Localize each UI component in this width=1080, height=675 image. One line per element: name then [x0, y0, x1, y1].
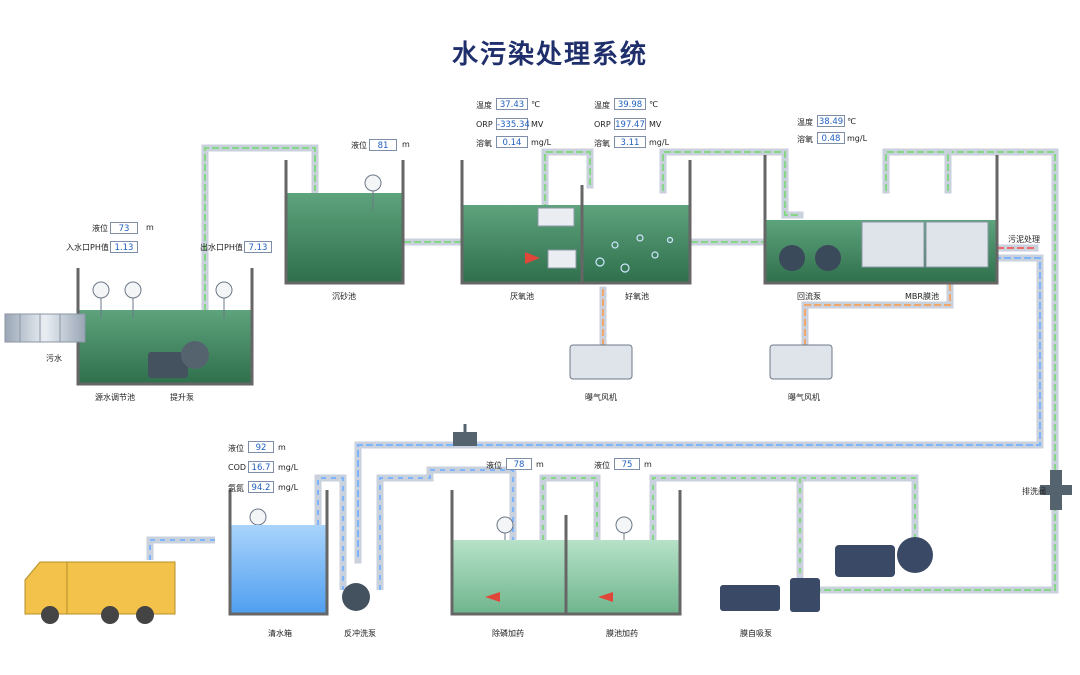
- caption-mbr-tank: MBR膜池: [905, 292, 939, 301]
- grit-tank: [284, 160, 405, 285]
- anoxic-temp-label: 温度: [476, 101, 492, 110]
- anoxic-aerobic-tanks: [460, 160, 692, 285]
- caption-dosing-1: 除磷加药: [492, 629, 524, 638]
- clear-cod-value: 16.7: [248, 461, 274, 473]
- anoxic-do-value: 0.14: [496, 136, 528, 148]
- caption-anoxic-tank: 厌氧池: [510, 292, 534, 301]
- caption-aerobic-tank: 好氧池: [625, 292, 649, 301]
- anoxic-do-label: 溶氧: [476, 139, 492, 148]
- page-title: 水污染处理系统: [451, 40, 648, 70]
- clear-nh-value: 94.2: [248, 481, 274, 493]
- aerobic-orp-label: ORP: [594, 120, 611, 129]
- blower-units: [569, 344, 833, 380]
- caption-membrane-pump: 膜自吸泵: [740, 629, 772, 638]
- pipes-top: [201, 144, 1059, 594]
- clear-nh-label: 氨氮: [228, 484, 244, 493]
- mbr-temp-unit: ℃: [847, 117, 856, 126]
- backwash-pump: [342, 583, 370, 611]
- aerobic-orp-unit: MV: [649, 120, 662, 129]
- caption-backwash-valve: 排洗阀: [1022, 487, 1046, 496]
- anoxic-orp-unit: MV: [531, 120, 544, 129]
- pool-level-unit: m: [146, 223, 154, 232]
- pipes-bottom: [146, 466, 919, 590]
- aerobic-do-value: 3.11: [614, 136, 646, 148]
- backwash-valve-icon[interactable]: [1040, 470, 1072, 510]
- mbr-tank: [763, 155, 999, 285]
- caption-regulating-pool: 源水调节池: [95, 393, 135, 402]
- membrane-pump: [720, 578, 820, 612]
- anoxic-do-unit: mg/L: [531, 138, 552, 147]
- aerobic-temp-unit: ℃: [649, 100, 658, 109]
- grit-level-label: 液位: [351, 141, 367, 150]
- caption-clear-tank: 清水箱: [268, 629, 292, 638]
- aerobic-temp-value: 39.98: [614, 98, 646, 110]
- caption-dosing-2: 膜池加药: [606, 629, 638, 638]
- caption-lift-pump: 提升泵: [170, 393, 194, 402]
- caption-return-pump: 回流泵: [797, 292, 821, 301]
- inlet-ph-label: 入水口PH值: [66, 243, 109, 252]
- clear-level-unit: m: [278, 443, 286, 452]
- anoxic-orp-value: -335.34: [496, 118, 530, 130]
- dose1-level-label: 液位: [486, 461, 502, 470]
- aerobic-do-label: 溶氧: [594, 139, 610, 148]
- dose2-level-label: 液位: [594, 461, 610, 470]
- clear-level-value: 92: [248, 441, 274, 453]
- sensor-gauges: [92, 174, 633, 550]
- lift-pump: [148, 341, 209, 378]
- clear-nh-unit: mg/L: [278, 483, 299, 492]
- anoxic-orp-label: ORP: [476, 120, 493, 129]
- pool-level-label: 液位: [92, 224, 108, 233]
- dose2-level-unit: m: [644, 460, 652, 469]
- inlet-ph-value: 1.13: [110, 241, 138, 253]
- mbr-temp-label: 温度: [797, 118, 813, 127]
- aerobic-orp-value: 197.47: [614, 118, 646, 130]
- caption-backwash-pump: 反冲洗泵: [344, 629, 376, 638]
- anoxic-temp-unit: ℃: [531, 100, 540, 109]
- caption-blower-1: 曝气风机: [585, 393, 617, 402]
- pool-level-value: 73: [110, 222, 138, 234]
- clear-cod-unit: mg/L: [278, 463, 299, 472]
- mbr-temp-value: 38.49: [817, 115, 845, 127]
- dose2-level-value: 75: [614, 458, 640, 470]
- caption-grit-tank: 沉砂池: [332, 292, 356, 301]
- caption-sludge: 污泥处理: [1008, 235, 1040, 244]
- outlet-ph-label: 出水口PH值: [200, 243, 243, 252]
- dosing-tanks: [450, 490, 682, 616]
- grit-level-unit: m: [402, 140, 410, 149]
- anoxic-temp-value: 37.43: [496, 98, 528, 110]
- gate-valve-icon[interactable]: [453, 424, 477, 446]
- inlet-pipe: [4, 313, 86, 343]
- truck-icon: [24, 561, 176, 624]
- mbr-do-unit: mg/L: [847, 134, 868, 143]
- outlet-ph-value: 7.13: [244, 241, 272, 253]
- large-pump: [835, 537, 933, 577]
- clear-water-tank: [228, 490, 329, 616]
- clear-level-label: 液位: [228, 444, 244, 453]
- grit-level-value: 81: [369, 139, 397, 151]
- caption-blower-2: 曝气风机: [788, 393, 820, 402]
- clear-cod-label: COD: [228, 463, 247, 472]
- mbr-do-label: 溶氧: [797, 135, 813, 144]
- aerobic-do-unit: mg/L: [649, 138, 670, 147]
- dose1-level-unit: m: [536, 460, 544, 469]
- dose1-level-value: 78: [506, 458, 532, 470]
- aerobic-temp-label: 温度: [594, 101, 610, 110]
- mbr-do-value: 0.48: [817, 132, 845, 144]
- caption-source-water: 污水: [46, 354, 62, 363]
